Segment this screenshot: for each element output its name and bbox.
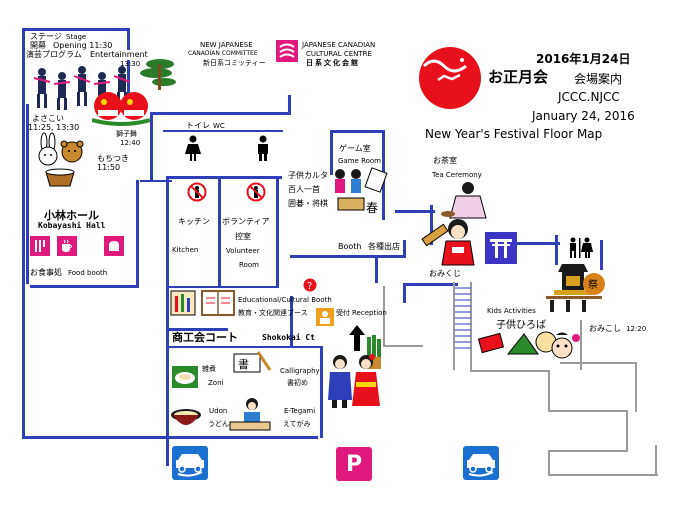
kitchen-jp: キッチン: [178, 217, 210, 226]
program-jp: 演芸プログラム: [26, 50, 82, 59]
food-jp: お食事処: [30, 268, 62, 277]
etegami-jp: えてがみ: [283, 420, 311, 428]
svg-text:春: 春: [366, 201, 378, 215]
pine-tree-icon: [140, 59, 176, 90]
car-parking-right-icon: [463, 446, 499, 480]
svg-text:書: 書: [238, 357, 249, 371]
opening-en: Opening 11:30: [53, 41, 113, 50]
parking-p-icon: P: [336, 447, 372, 481]
calligraphy-jp: 書初め: [287, 379, 308, 387]
omikoshi-icon: 祭: [546, 264, 605, 312]
calligraphy-brush-icon: 書: [233, 351, 272, 373]
event-title-jp: お正月会: [488, 68, 549, 86]
tea-ceremony-icon: [441, 182, 487, 219]
booth-en: Booth: [338, 242, 362, 251]
game-players-icon: 春: [335, 167, 388, 215]
omikuji-girl-icon: [421, 219, 475, 266]
udon-bowl-icon: [171, 409, 201, 425]
stage-label-jp: ステージ: [30, 32, 62, 41]
booth-jp: 各種出店: [368, 242, 400, 251]
bread-icon: [104, 236, 124, 256]
hall-name-jp: 小林ホール: [44, 209, 99, 222]
volunteer-jp-1: ボランティア: [222, 217, 270, 226]
hyakunin-isshu-jp: 百人一首: [288, 185, 320, 194]
volunteer-en-1: Volunteer: [226, 247, 260, 255]
kids-activities-jp: 子供ひろば: [496, 320, 546, 331]
kimono-children-icon: [328, 354, 380, 408]
edu-booth-en: Educational/Cultural Booth: [238, 296, 332, 304]
etegami-en: E-Tegami: [284, 407, 316, 415]
event-subtitle-jp: 会場案内: [574, 72, 623, 86]
mochitsuki-jp: もちつき: [97, 154, 129, 163]
yosakoi-time: 11:25, 13:30: [28, 123, 80, 132]
stage-label-en: Stage: [66, 33, 87, 41]
tea-room-en: Tea Ceremony: [432, 171, 482, 179]
go-shogi-jp: 囲碁・将棋: [288, 199, 328, 208]
zoni-bowl-icon: [172, 366, 198, 388]
game-room-jp: ゲーム室: [339, 144, 371, 153]
karuta-jp: 子供カルタ: [288, 171, 328, 180]
volunteer-jp-2: 控室: [235, 232, 251, 241]
coffee-icon: [57, 236, 77, 256]
car-parking-left-icon: [172, 446, 208, 480]
open-book-icon: [201, 290, 235, 316]
volunteer-en-2: Room: [239, 261, 259, 269]
jccc-emblem-icon: [276, 40, 298, 62]
tea-room-jp: お茶室: [433, 156, 457, 165]
yosakoi-dancers-icon: [33, 66, 131, 110]
kids-activities-en: Kids Activities: [487, 307, 536, 315]
event-date-en: January 24, 2016: [532, 109, 635, 123]
omikoshi-time: 12:20: [626, 325, 647, 333]
no-entry-volunteer-icon: [246, 182, 266, 202]
reception-icon: [316, 308, 334, 326]
game-room-en: Game Room: [338, 157, 381, 165]
hall-name-en: Kobayashi Hall: [38, 221, 106, 230]
shokokai-title-jp: 商工会コート: [172, 331, 238, 344]
restroom-right-icon: [570, 237, 593, 258]
men-toilet-icon: [258, 135, 268, 161]
program-en: Entertainment: [90, 50, 148, 59]
kitchen-en: Kitchen: [172, 246, 199, 254]
toilet-en: WC: [213, 122, 225, 130]
udon-jp: うどん: [208, 420, 229, 428]
event-title-en: New Year's Festival Floor Map: [425, 127, 603, 141]
mochitsuki-animals-icon: [38, 132, 84, 187]
omikuji-jp: おみくじ: [429, 269, 461, 278]
women-toilet-icon: [185, 135, 201, 161]
zoni-jp: 雑煮: [202, 365, 216, 373]
shishimai-time: 12:40: [120, 139, 141, 147]
education-supplies-icon: [170, 290, 196, 316]
udon-en: Udon: [209, 407, 228, 415]
edu-booth-jp: 教育・文化関連ブース: [238, 309, 308, 317]
shokokai-title-en: Shokokai Ct: [262, 333, 315, 342]
zoni-en: Zoni: [208, 379, 224, 387]
rising-sun-icon: [419, 47, 481, 109]
chopsticks-icon: [30, 236, 50, 256]
reception-jp: 受付: [336, 309, 350, 317]
omikoshi-jp: おみこし: [589, 324, 621, 333]
reception-en: Reception: [352, 309, 387, 317]
kids-activities-icon: [477, 331, 580, 359]
shishimai-jp: 獅子舞: [116, 130, 137, 138]
mochitsuki-time: 11:50: [97, 163, 121, 172]
opening-jp: 開幕: [30, 41, 46, 50]
svg-text:?: ?: [307, 281, 312, 292]
entrance-arrow-icon: [349, 325, 365, 351]
program-time: 13:30: [120, 60, 141, 68]
shrine-torii-icon: [485, 232, 517, 264]
event-date-jp: 2016年1月24日: [536, 52, 631, 66]
org-name: JCCC.NJCC: [558, 90, 620, 104]
toilet-jp: トイレ: [186, 121, 210, 130]
no-entry-kitchen-icon: [187, 182, 207, 202]
stairs: [455, 287, 471, 349]
info-icon: ?: [303, 278, 317, 292]
food-en: Food booth: [68, 269, 108, 277]
yosakoi-jp: よさこい: [32, 114, 64, 123]
etegami-painter-icon: [229, 398, 271, 431]
shishimai-lion-icon: [92, 92, 150, 126]
calligraphy-en: Calligraphy: [280, 367, 320, 375]
svg-text:祭: 祭: [588, 279, 598, 291]
